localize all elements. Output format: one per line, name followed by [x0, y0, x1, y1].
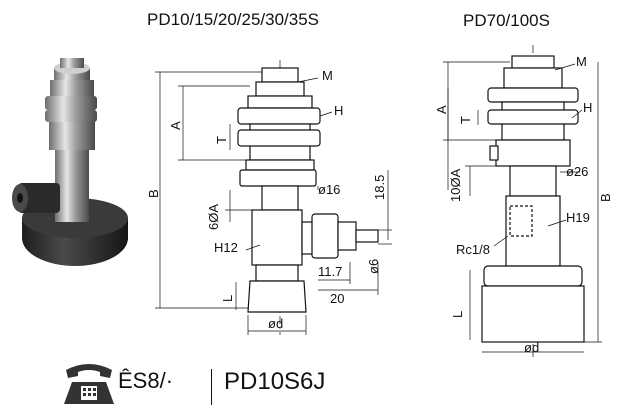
telephone-icon: [60, 360, 118, 406]
right-label-L: L: [450, 311, 465, 318]
right-label-H: H: [583, 100, 592, 115]
left-label-L: L: [220, 295, 235, 302]
left-label-phid: ød: [268, 316, 283, 331]
right-label-phid: ød: [524, 340, 539, 355]
right-label-H19: H19: [566, 210, 590, 225]
right-label-T: T: [458, 116, 473, 124]
title-left: PD10/15/20/25/30/35S: [147, 10, 319, 29]
right-label-phiA: 10ØA: [448, 168, 463, 202]
left-label-d20: 20: [330, 291, 344, 306]
left-label-A: A: [168, 121, 183, 130]
product-photo: [12, 58, 128, 266]
left-label-H: H: [334, 103, 343, 118]
left-label-d117: 11.7: [318, 264, 342, 279]
left-label-d16: ø16: [318, 182, 340, 197]
drawing-right: M H A T 10ØA ø26 B H19 Rc1/8 L ød: [434, 45, 613, 358]
left-label-d6: ø6: [366, 259, 381, 274]
title-right: PD70/100S: [463, 11, 550, 30]
footer-divider: [211, 369, 212, 405]
left-label-T: T: [214, 136, 229, 144]
right-label-d26: ø26: [566, 164, 588, 179]
right-label-B: B: [598, 193, 613, 202]
left-label-H12: H12: [214, 240, 238, 255]
left-label-phiA: 6ØA: [206, 204, 221, 230]
right-label-M: M: [576, 54, 587, 69]
drawing-left: M H A T B 6ØA ø16 18.5 H12 11.7 ø6 L 20 …: [146, 60, 392, 335]
left-label-B: B: [146, 189, 161, 198]
left-label-M: M: [322, 68, 333, 83]
phone-label: ÊS8/·: [118, 368, 174, 393]
model-number: PD10S6J: [224, 368, 326, 395]
left-label-d185: 18.5: [372, 175, 387, 200]
right-label-Rc: Rc1/8: [456, 242, 490, 257]
right-label-A: A: [434, 105, 449, 114]
